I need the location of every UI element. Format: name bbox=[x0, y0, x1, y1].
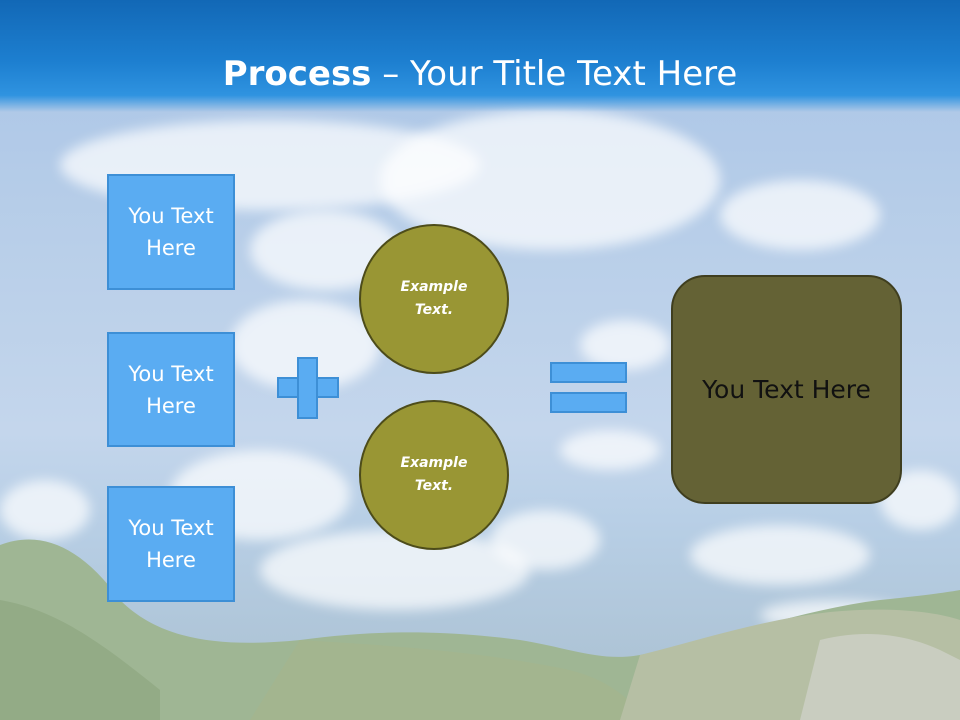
text-box-line: Here bbox=[146, 236, 196, 260]
background-cloud bbox=[490, 510, 600, 570]
result-box: You Text Here bbox=[671, 275, 902, 504]
text-box-line: Here bbox=[146, 393, 196, 418]
title-bold: Process bbox=[222, 54, 372, 94]
background-cloud bbox=[260, 530, 530, 610]
background-cloud bbox=[560, 430, 660, 470]
result-label: You Text Here bbox=[702, 375, 871, 404]
background-cloud bbox=[0, 480, 90, 540]
title-rest: – Your Title Text Here bbox=[371, 54, 738, 94]
background-cloud bbox=[690, 525, 870, 585]
equals-bar-bottom bbox=[550, 392, 627, 413]
text-box-line: Here bbox=[146, 548, 196, 572]
background-cloud bbox=[580, 320, 670, 370]
plus-icon bbox=[277, 357, 339, 419]
circle-line: Example bbox=[400, 455, 468, 471]
equals-bar-top bbox=[550, 362, 627, 383]
background-cloud bbox=[720, 180, 880, 250]
circle-line: Text. bbox=[414, 302, 454, 318]
text-box-line: You Text bbox=[128, 516, 214, 540]
text-box-line: You Text bbox=[128, 361, 214, 386]
circle-line: Text. bbox=[414, 478, 454, 494]
circle-line: Example bbox=[400, 279, 468, 295]
text-box-line: You Text bbox=[128, 204, 214, 228]
title-bar bbox=[0, 0, 960, 112]
slide-title: Process – Your Title Text Here bbox=[0, 52, 960, 96]
